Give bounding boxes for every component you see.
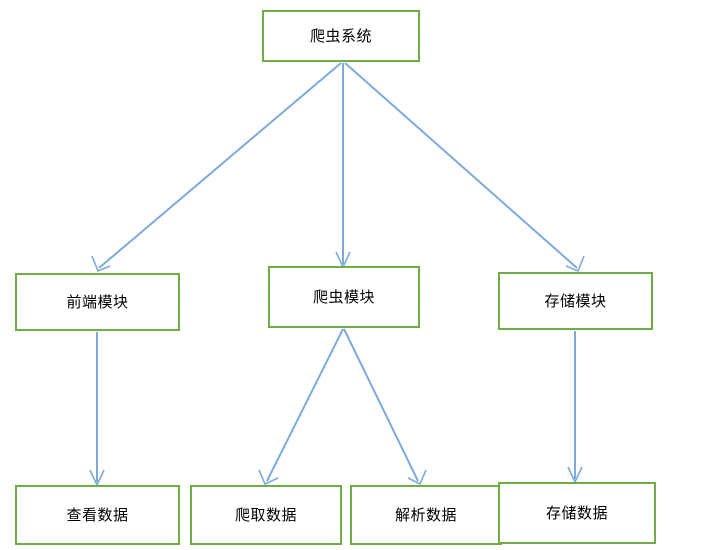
node-label: 前端模块 [66, 292, 129, 311]
node-label: 爬虫模块 [312, 287, 375, 306]
node-label: 爬虫系统 [309, 26, 372, 45]
edge-frontend-to-view-data [89, 332, 105, 487]
node-view-data[interactable]: 查看数据 [15, 485, 180, 545]
node-label: 存储模块 [544, 291, 607, 310]
edge-storage-to-store-data [567, 331, 583, 484]
node-label: 查看数据 [66, 505, 129, 524]
edge-spider-to-parse-data [343, 328, 427, 486]
node-label: 爬取数据 [234, 505, 297, 524]
node-label: 存储数据 [545, 503, 608, 522]
edge-root-to-storage [344, 62, 585, 273]
edge-root-to-frontend [91, 62, 342, 273]
node-crawl-data[interactable]: 爬取数据 [190, 485, 342, 545]
node-crawler-system[interactable]: 爬虫系统 [262, 10, 420, 62]
node-spider-module[interactable]: 爬虫模块 [268, 266, 420, 328]
node-parse-data[interactable]: 解析数据 [350, 485, 502, 545]
edge-root-to-spider [335, 63, 351, 269]
node-storage-module[interactable]: 存储模块 [498, 272, 653, 330]
edge-spider-to-crawl-data [258, 328, 344, 486]
node-store-data[interactable]: 存储数据 [498, 482, 656, 544]
node-frontend-module[interactable]: 前端模块 [15, 273, 180, 331]
node-label: 解析数据 [394, 505, 457, 524]
